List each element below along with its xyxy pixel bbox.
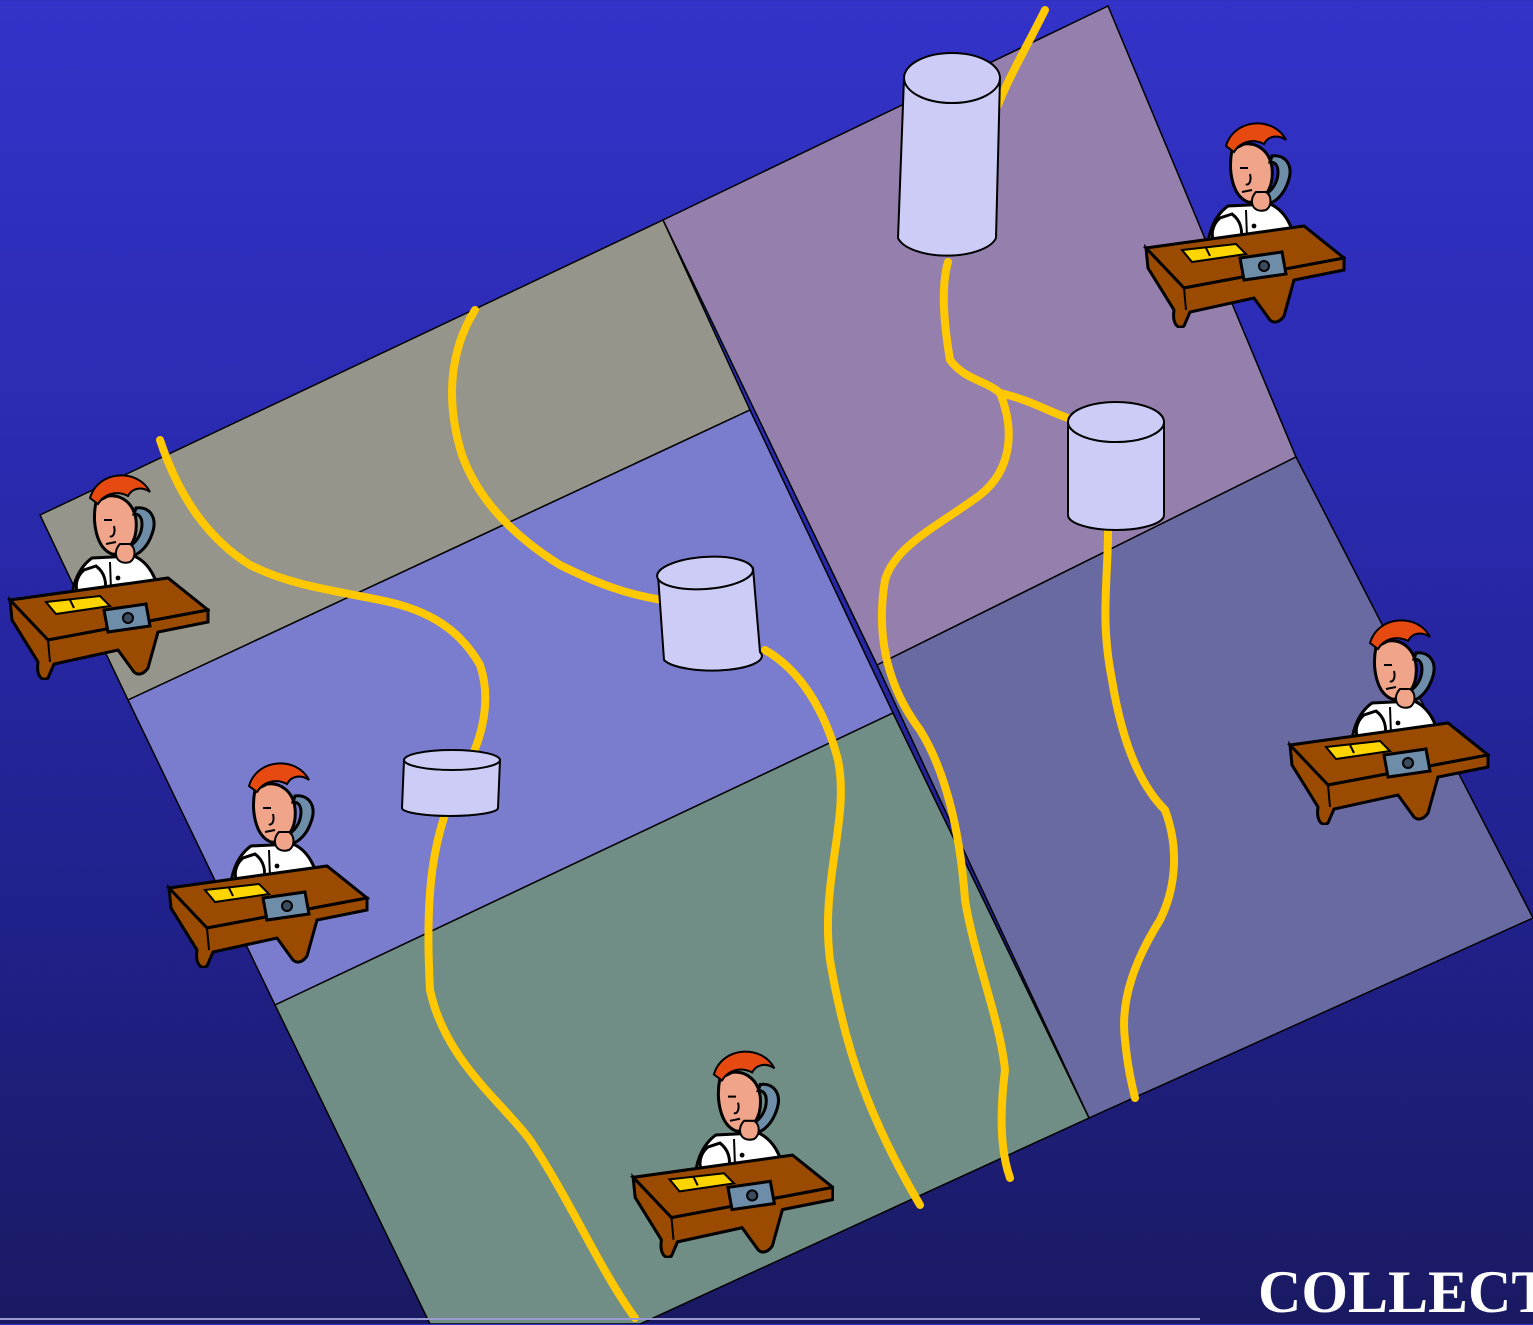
database-cylinder-icon	[1068, 402, 1164, 530]
slide-title: COLLECT	[1258, 1262, 1533, 1322]
database-cylinder-icon	[402, 750, 500, 816]
footer-rule	[0, 1318, 1200, 1320]
database-cylinder-icon	[898, 53, 1000, 256]
database-cylinder-icon	[656, 554, 762, 671]
